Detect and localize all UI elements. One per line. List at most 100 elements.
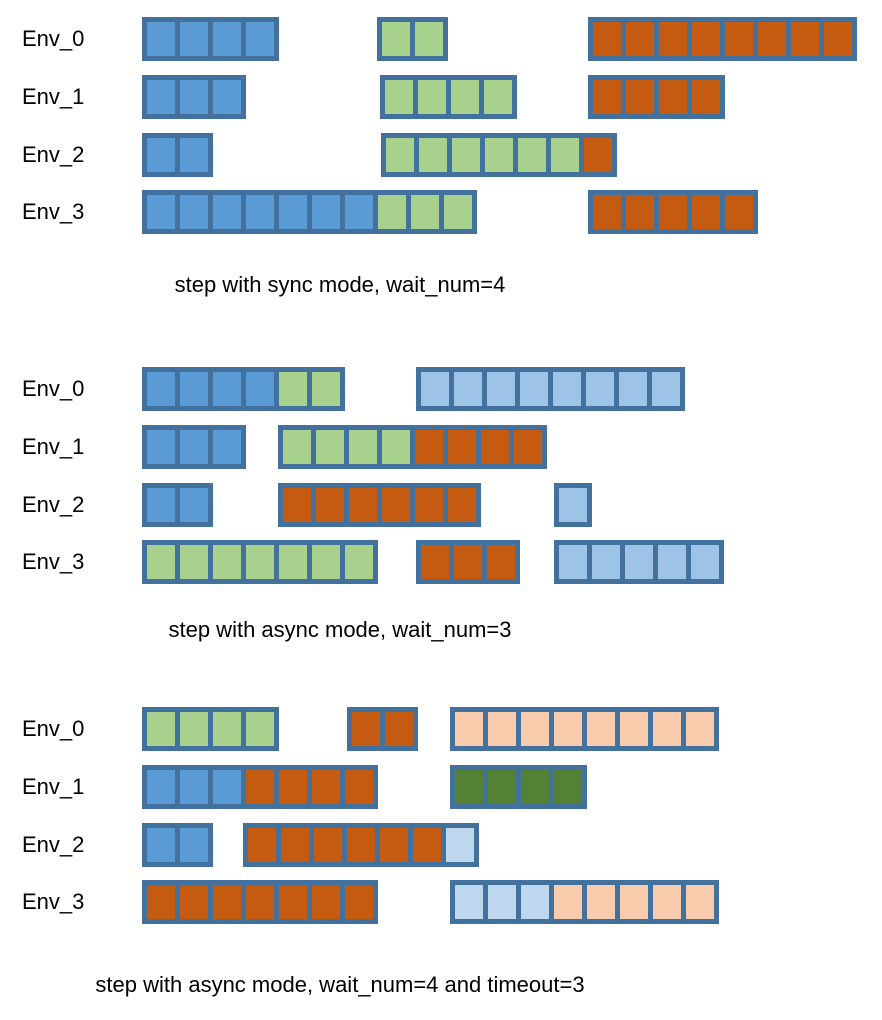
step-block-group: [554, 540, 724, 584]
orange-step-cell: [692, 22, 720, 56]
env-row: Env_1: [0, 425, 882, 469]
blue-step-cell: [180, 138, 208, 172]
step-block-group: [416, 367, 685, 411]
green-step-cell: [213, 545, 241, 579]
panel-async-wait4-timeout3: step with async mode, wait_num=4 and tim…: [0, 690, 882, 1020]
peach-step-cell: [620, 712, 648, 746]
orange-step-cell: [692, 195, 720, 229]
blue-step-cell: [180, 770, 208, 804]
light-blue-step-cell: [625, 545, 653, 579]
env-label: Env_1: [22, 84, 85, 109]
orange-step-cell: [659, 22, 687, 56]
orange-step-cell: [382, 488, 410, 522]
blue-step-cell: [147, 80, 175, 114]
orange-step-cell: [514, 430, 542, 464]
step-block-group: [377, 17, 448, 61]
peach-step-cell: [686, 712, 714, 746]
step-block-group: [142, 707, 279, 751]
green-step-cell: [378, 195, 406, 229]
env-row: Env_2: [0, 483, 882, 527]
orange-step-cell: [415, 488, 443, 522]
orange-step-cell: [345, 885, 373, 919]
env-label: Env_3: [22, 199, 85, 224]
step-block-group: [142, 880, 378, 924]
light-blue-step-cell: [592, 545, 620, 579]
green-step-cell: [283, 430, 311, 464]
orange-step-cell: [626, 80, 654, 114]
panel-caption: step with async mode, wait_num=4 and tim…: [95, 972, 585, 997]
step-block-group: [142, 823, 213, 867]
light-blue-step-cell: [421, 372, 449, 406]
step-block-group: [243, 823, 479, 867]
blue-step-cell: [312, 195, 340, 229]
orange-step-cell: [448, 488, 476, 522]
blue-step-cell: [180, 488, 208, 522]
green-step-cell: [312, 545, 340, 579]
green-step-cell: [518, 138, 546, 172]
peach-step-cell: [620, 885, 648, 919]
orange-step-cell: [415, 430, 443, 464]
env-row: Env_3: [0, 190, 882, 234]
green-step-cell: [246, 545, 274, 579]
blue-step-cell: [279, 195, 307, 229]
green-step-cell: [452, 138, 480, 172]
light-blue-step-cell: [553, 372, 581, 406]
blue-step-cell: [147, 430, 175, 464]
orange-step-cell: [352, 712, 380, 746]
panel-caption: step with sync mode, wait_num=4: [174, 272, 506, 297]
green-step-cell: [349, 430, 377, 464]
orange-step-cell: [758, 22, 786, 56]
green-step-cell: [180, 545, 208, 579]
orange-step-cell: [314, 828, 342, 862]
orange-step-cell: [659, 80, 687, 114]
green-step-cell: [345, 545, 373, 579]
green-step-cell: [411, 195, 439, 229]
orange-step-cell: [312, 770, 340, 804]
peach-step-cell: [686, 885, 714, 919]
blue-step-cell: [213, 770, 241, 804]
orange-step-cell: [380, 828, 408, 862]
orange-step-cell: [283, 488, 311, 522]
env-row: Env_1: [0, 765, 882, 809]
green-step-cell: [382, 430, 410, 464]
blue-step-cell: [147, 770, 175, 804]
peach-step-cell: [488, 712, 516, 746]
dark-green-step-cell: [488, 770, 516, 804]
peach-step-cell: [455, 712, 483, 746]
light-blue-step-cell: [586, 372, 614, 406]
orange-step-cell: [385, 712, 413, 746]
step-block-group: [142, 540, 378, 584]
step-block-group: [450, 880, 719, 924]
step-block-group: [450, 707, 719, 751]
green-step-cell: [312, 372, 340, 406]
orange-step-cell: [312, 885, 340, 919]
orange-step-cell: [279, 770, 307, 804]
orange-step-cell: [626, 22, 654, 56]
orange-step-cell: [180, 885, 208, 919]
blue-step-cell: [147, 195, 175, 229]
blue-step-cell: [147, 22, 175, 56]
light-blue-step-cell: [487, 372, 515, 406]
green-step-cell: [451, 80, 479, 114]
blue-step-cell: [180, 828, 208, 862]
blue-step-cell: [246, 22, 274, 56]
blue-step-cell: [213, 372, 241, 406]
step-block-group: [142, 765, 378, 809]
orange-step-cell: [481, 430, 509, 464]
env-label: Env_0: [22, 26, 85, 51]
step-block-group: [380, 75, 517, 119]
blue-step-cell: [180, 80, 208, 114]
env-label: Env_1: [22, 774, 85, 799]
blue-step-cell: [246, 195, 274, 229]
blue-step-cell: [213, 430, 241, 464]
orange-step-cell: [279, 885, 307, 919]
peach-step-cell: [554, 885, 582, 919]
orange-step-cell: [487, 545, 515, 579]
env-label: Env_2: [22, 492, 85, 517]
green-step-cell: [279, 545, 307, 579]
step-block-group: [416, 540, 520, 584]
env-label: Env_0: [22, 376, 85, 401]
step-block-group: [142, 190, 477, 234]
